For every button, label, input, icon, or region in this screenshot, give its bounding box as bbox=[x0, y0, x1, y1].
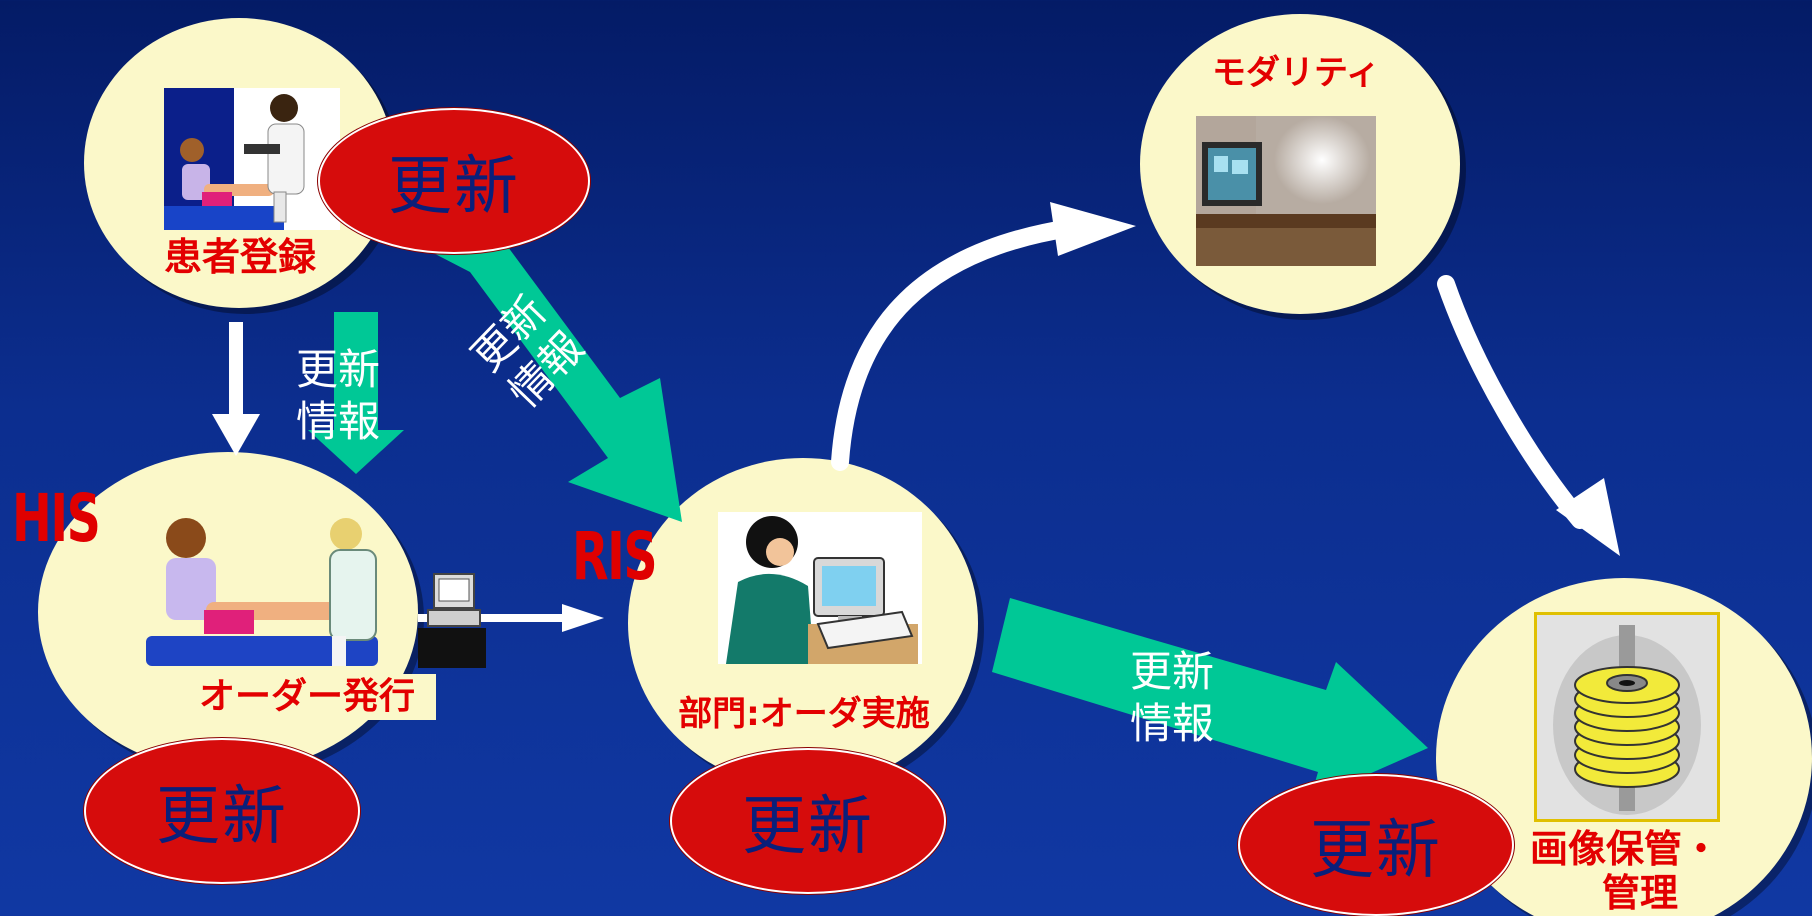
info-arrow-to-order bbox=[308, 312, 404, 474]
ris-system-label: RIS bbox=[572, 518, 658, 595]
info-label-to-storage-line2: 情報 bbox=[1129, 699, 1214, 748]
info-label-to-order-line2: 情報 bbox=[295, 397, 380, 446]
patient-registration-label: 患者登録 bbox=[163, 235, 316, 279]
xray-disk-stack-illustration bbox=[1534, 612, 1720, 822]
update-badge-storage: 更新 bbox=[1238, 774, 1514, 916]
info-label-to-order: 更新 情報 bbox=[288, 344, 388, 448]
order-issue-label: オーダー発行 bbox=[178, 674, 436, 720]
update-badge-order: 更新 bbox=[84, 738, 360, 884]
department-order-label: 部門:オーダ実施 bbox=[678, 694, 930, 734]
update-badge-order-text: 更新 bbox=[156, 780, 288, 854]
flow-arrow-modality-to-storage bbox=[1437, 275, 1620, 556]
doctor-patient-illustration bbox=[164, 88, 340, 230]
info-label-to-storage-line1: 更新 bbox=[1129, 647, 1214, 696]
update-badge-department-text: 更新 bbox=[742, 790, 874, 864]
his-system-label: HIS bbox=[12, 480, 101, 557]
flow-arrow-registration-to-order bbox=[212, 322, 260, 456]
update-badge-registration: 更新 bbox=[318, 108, 590, 254]
update-badge-storage-text: 更新 bbox=[1310, 814, 1442, 888]
modality-label: モダリティ bbox=[1212, 53, 1380, 93]
info-label-to-storage: 更新 情報 bbox=[1122, 646, 1222, 750]
flow-arrow-ris-to-modality bbox=[831, 202, 1136, 471]
image-storage-label-line1: 画像保管・ bbox=[1529, 827, 1720, 871]
doctor-patient-computer-illustration bbox=[146, 510, 486, 670]
info-label-to-order-line1: 更新 bbox=[295, 345, 380, 394]
update-badge-department: 更新 bbox=[670, 748, 946, 894]
info-arrow-to-ris bbox=[412, 212, 682, 522]
image-storage-label-line2: 管理 bbox=[1601, 871, 1678, 915]
info-arrow-to-storage bbox=[992, 598, 1428, 800]
ct-scanner-photo bbox=[1196, 116, 1376, 266]
update-badge-registration-text: 更新 bbox=[388, 150, 520, 224]
staff-at-computer-illustration bbox=[718, 512, 922, 664]
